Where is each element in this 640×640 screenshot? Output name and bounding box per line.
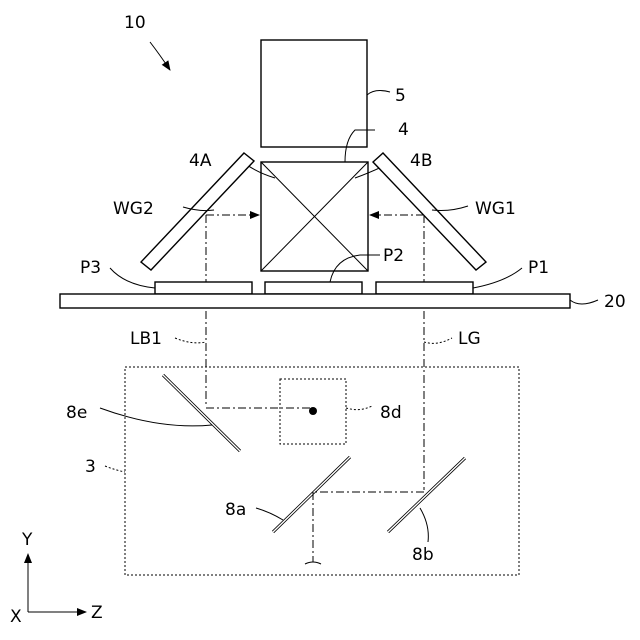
device-leader-arrow bbox=[150, 42, 170, 70]
label-mirror-8a: 8a bbox=[225, 500, 246, 520]
detector-8d-point bbox=[309, 407, 317, 415]
detector-8d-leader bbox=[346, 406, 372, 410]
mirror-8e-highlight bbox=[163, 375, 240, 451]
unit-3-leader bbox=[105, 466, 125, 472]
label-axis-x: X bbox=[10, 607, 22, 627]
label-p1: P1 bbox=[528, 258, 549, 278]
label-device-10: 10 bbox=[124, 13, 146, 33]
mirror-8b-highlight bbox=[388, 458, 465, 532]
label-wg2: WG2 bbox=[113, 199, 154, 219]
label-detector-8d: 8d bbox=[380, 403, 402, 423]
label-prism-4: 4 bbox=[398, 120, 409, 140]
substrate-20 bbox=[60, 294, 570, 308]
label-p2: P2 bbox=[383, 246, 404, 266]
mirror-8a-leader bbox=[256, 508, 283, 520]
pad-p2 bbox=[265, 282, 362, 294]
label-mirror-8b: 8b bbox=[412, 545, 434, 565]
mirror-8a-highlight bbox=[273, 457, 350, 532]
lg-leader bbox=[424, 338, 452, 343]
unit-5-leader bbox=[367, 91, 390, 95]
mirror-8e-leader bbox=[100, 408, 212, 426]
label-mirror-8e: 8e bbox=[66, 403, 87, 423]
pad-p3 bbox=[155, 282, 252, 294]
unit-5-box bbox=[261, 40, 367, 147]
label-lg: LG bbox=[458, 329, 481, 349]
p3-leader bbox=[110, 268, 155, 288]
beam-break-mark bbox=[305, 562, 321, 564]
unit-3-enclosure bbox=[125, 367, 519, 575]
label-lb1: LB1 bbox=[130, 329, 162, 349]
mirror-8b-leader bbox=[420, 508, 428, 542]
label-axis-z: Z bbox=[91, 603, 103, 623]
substrate-leader bbox=[570, 300, 598, 304]
label-unit-5: 5 bbox=[395, 86, 406, 106]
label-wg1: WG1 bbox=[475, 199, 516, 219]
label-face-4b: 4B bbox=[410, 151, 432, 171]
label-p3: P3 bbox=[80, 258, 101, 278]
lb1-leader bbox=[175, 338, 206, 343]
p1-leader bbox=[473, 268, 522, 288]
pad-p1 bbox=[376, 282, 473, 294]
label-face-4a: 4A bbox=[189, 151, 212, 171]
label-axis-y: Y bbox=[21, 530, 33, 550]
label-unit-3: 3 bbox=[85, 457, 96, 477]
label-substrate-20: 20 bbox=[604, 292, 626, 312]
